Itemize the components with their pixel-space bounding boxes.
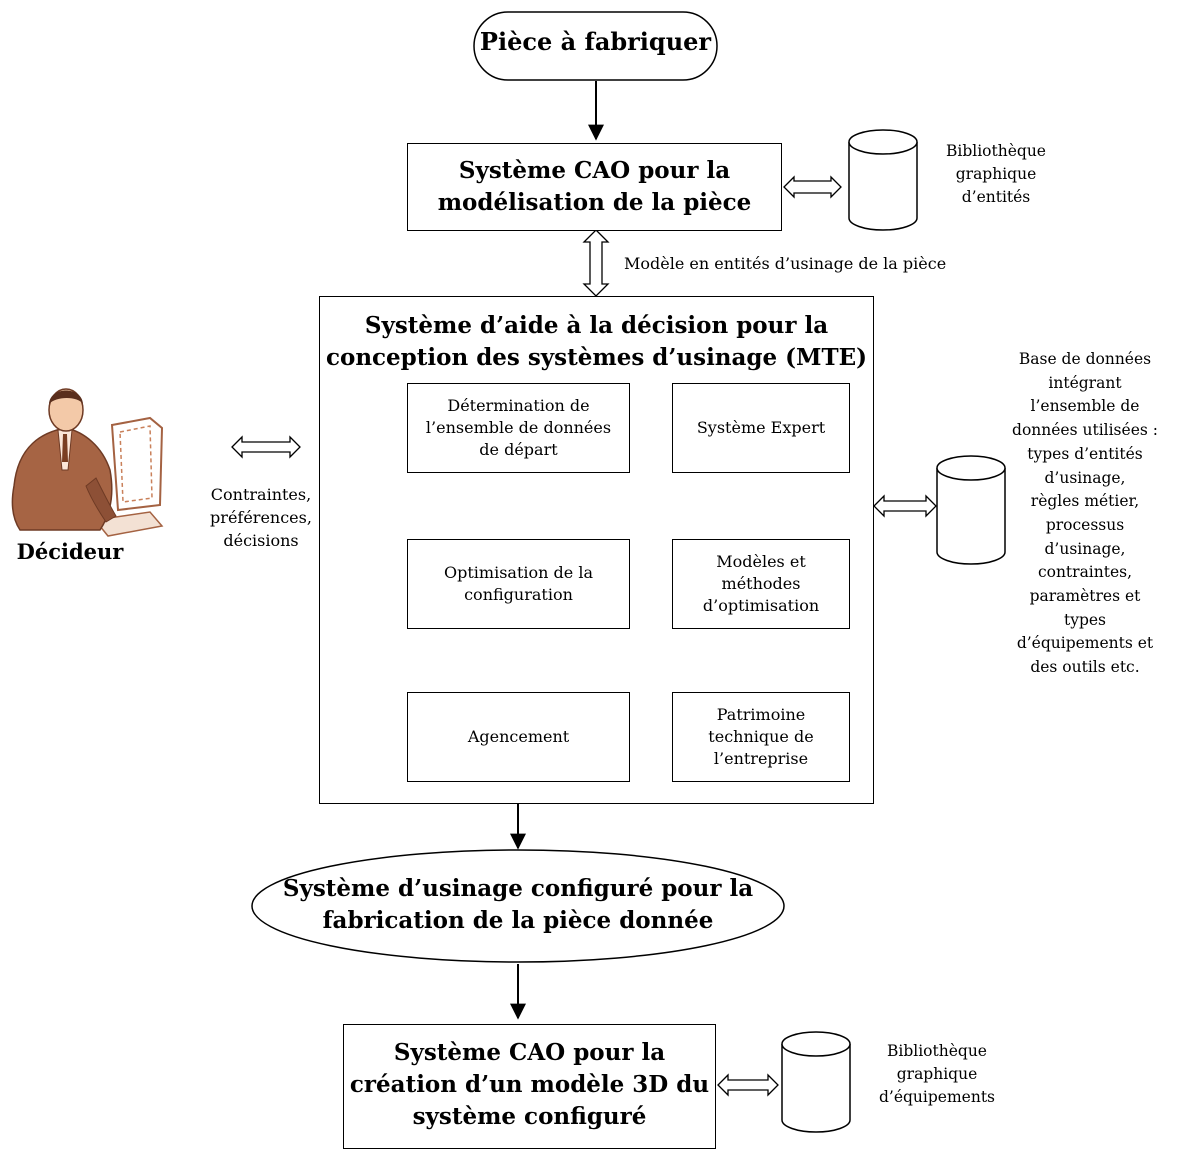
- cao-bottom-line-2: création d’un modèle 3D du: [349, 1071, 710, 1098]
- constraints-line-2: préférences,: [210, 508, 312, 527]
- patrimoine-line-3: l’entreprise: [713, 749, 809, 768]
- database-line-11: paramètres et: [1029, 587, 1141, 606]
- constraints-line-3: décisions: [223, 531, 299, 550]
- model-label: Modèle en entités d’usinage de la pièce: [624, 254, 947, 273]
- library-top-line-3: d’entités: [961, 188, 1031, 206]
- agencement-label: Agencement: [467, 727, 570, 746]
- optimisation-line-2: configuration: [464, 585, 573, 604]
- decider-label: Décideur: [16, 539, 124, 564]
- cao-top-box: Système CAO pour la modélisation de la p…: [407, 143, 782, 231]
- library-top-line-1: Bibliothèque: [946, 142, 1046, 160]
- patrimoine-box: Patrimoine technique de l’entreprise: [672, 692, 850, 782]
- result-label: Système d’usinage configuré pour la fabr…: [252, 873, 784, 937]
- hollow-double-arrow-cao-bottom-library: [717, 1073, 779, 1097]
- models-line-3: d’optimisation: [702, 596, 820, 615]
- hollow-double-arrow-cao-library: [783, 175, 842, 199]
- constraints-label: Contraintes, préférences, décisions: [205, 483, 317, 552]
- cao-bottom-line-1: Système CAO pour la: [393, 1039, 666, 1066]
- models-box: Modèles et méthodes d’optimisation: [672, 539, 850, 629]
- database-line-7: règles métier,: [1030, 492, 1140, 511]
- models-line-2: méthodes: [721, 574, 801, 593]
- determination-line-2: l’ensemble de données: [425, 418, 612, 437]
- database-line-4: données utilisées :: [1012, 421, 1158, 440]
- models-line-1: Modèles et: [716, 552, 806, 571]
- expert-system-box: Système Expert: [672, 383, 850, 473]
- expert-system-label: Système Expert: [696, 418, 826, 437]
- library-bottom-line-2: graphique: [896, 1065, 978, 1083]
- hollow-double-arrow-mte-database: [873, 494, 937, 518]
- mte-title-line-1: Système d’aide à la décision pour la: [364, 312, 829, 339]
- database-cylinder-icon: [936, 455, 1006, 565]
- library-bottom-line-1: Bibliothèque: [887, 1042, 987, 1060]
- optimisation-line-1: Optimisation de la: [444, 563, 593, 582]
- patrimoine-line-2: technique de: [708, 727, 814, 746]
- database-line-3: l’ensemble de: [1030, 397, 1140, 416]
- patrimoine-line-1: Patrimoine: [716, 705, 806, 724]
- cao-bottom-box: Système CAO pour la création d’un modèle…: [343, 1024, 716, 1149]
- library-top-cylinder-icon: [848, 129, 918, 231]
- database-label: Base de données intégrant l’ensemble de …: [996, 348, 1174, 680]
- hollow-double-arrow-decider-mte: [231, 435, 301, 459]
- database-line-9: d’usinage,: [1044, 539, 1126, 558]
- optimisation-box: Optimisation de la configuration: [407, 539, 630, 629]
- decider-person-icon: [11, 388, 164, 537]
- database-line-5: types d’entités: [1027, 444, 1143, 463]
- cao-bottom-line-3: système configuré: [412, 1103, 647, 1130]
- agencement-box: Agencement: [407, 692, 630, 782]
- database-line-1: Base de données: [1018, 350, 1152, 368]
- database-line-14: des outils etc.: [1030, 658, 1140, 677]
- database-line-8: processus: [1045, 515, 1125, 534]
- mte-title: Système d’aide à la décision pour la con…: [319, 310, 874, 374]
- library-top-label: Bibliothèque graphique d’entités: [934, 140, 1058, 209]
- library-bottom-cylinder-icon: [781, 1031, 851, 1133]
- database-line-2: intégrant: [1048, 373, 1122, 392]
- determination-line-3: de départ: [479, 440, 558, 459]
- hollow-double-arrow-cao-mte: [582, 229, 610, 297]
- determination-line-1: Détermination de: [447, 396, 590, 415]
- constraints-line-1: Contraintes,: [210, 485, 312, 504]
- cao-top-line-1: Système CAO pour la: [458, 157, 731, 184]
- database-line-13: d’équipements et: [1016, 634, 1154, 653]
- start-terminator-shape: [473, 11, 718, 81]
- library-bottom-line-3: d’équipements: [878, 1088, 995, 1106]
- start-label: Pièce à fabriquer: [479, 27, 712, 56]
- determination-box: Détermination de l’ensemble de données d…: [407, 383, 630, 473]
- result-ellipse-shape: [251, 849, 785, 963]
- result-line-2: fabrication de la pièce donnée: [322, 907, 714, 934]
- database-line-12: types: [1063, 610, 1107, 629]
- library-top-line-2: graphique: [955, 165, 1037, 183]
- result-line-1: Système d’usinage configuré pour la: [282, 875, 754, 902]
- library-bottom-label: Bibliothèque graphique d’équipements: [872, 1040, 1002, 1109]
- database-line-10: contraintes,: [1037, 563, 1133, 582]
- cao-top-line-2: modélisation de la pièce: [437, 189, 752, 216]
- database-line-6: d’usinage,: [1044, 468, 1126, 487]
- mte-title-line-2: conception des systèmes d’usinage (MTE): [325, 344, 868, 371]
